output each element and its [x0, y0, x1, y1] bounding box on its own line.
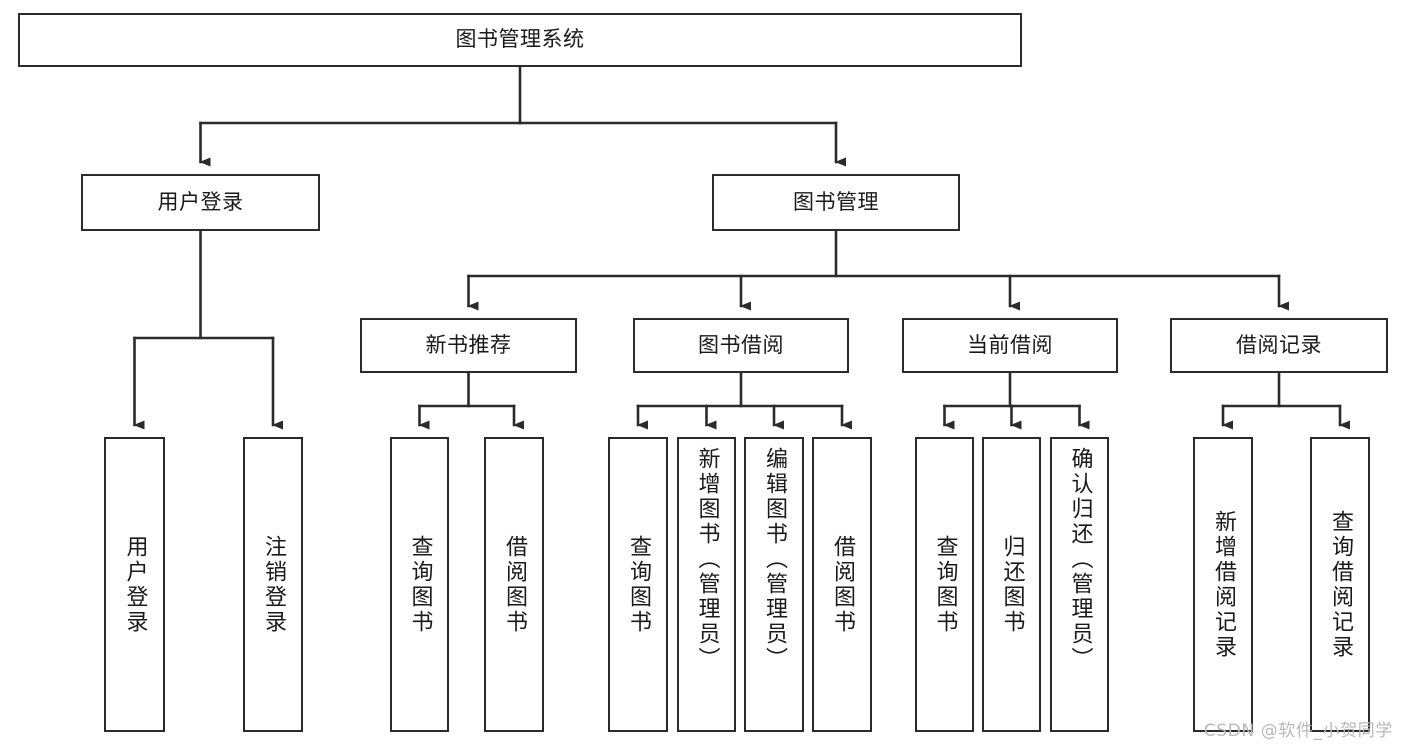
node-leaf-logout[interactable]: 注销登录 [243, 437, 303, 732]
node-book-borrow[interactable]: 图书借阅 [633, 318, 849, 373]
node-label: 借阅记录 [1236, 332, 1322, 357]
node-label: 查询借阅记录 [1327, 509, 1353, 660]
node-label: 查询图书 [407, 534, 433, 635]
node-user-login[interactable]: 用户登录 [81, 174, 320, 231]
node-label: 注销登录 [260, 534, 286, 635]
node-label: 借阅图书 [501, 534, 527, 635]
node-label: 新书推荐 [425, 332, 512, 357]
node-leaf-add-borrow-record[interactable]: 新增借阅记录 [1193, 437, 1253, 732]
node-label: 借阅图书 [829, 534, 855, 635]
node-leaf-user-login[interactable]: 用户登录 [104, 437, 165, 732]
node-label: 编辑图书（管理员） [761, 447, 787, 672]
node-leaf-borrow-book[interactable]: 借阅图书 [812, 437, 872, 732]
node-label: 新增借阅记录 [1210, 509, 1236, 660]
node-leaf-add-book[interactable]: 新增图书（管理员） [677, 437, 736, 732]
node-book-management[interactable]: 图书管理 [712, 174, 960, 231]
node-borrow-records[interactable]: 借阅记录 [1170, 318, 1388, 373]
node-current-borrow[interactable]: 当前借阅 [902, 318, 1118, 373]
node-label: 归还图书 [999, 534, 1025, 635]
connector-group [133, 65, 1350, 430]
node-label: 确认归还（管理员） [1067, 447, 1093, 672]
node-leaf-query-book-current[interactable]: 查询图书 [915, 437, 974, 732]
node-new-book-recommend[interactable]: 新书推荐 [360, 318, 577, 373]
node-root[interactable]: 图书管理系统 [18, 13, 1022, 67]
node-leaf-confirm-return[interactable]: 确认归还（管理员） [1050, 437, 1109, 732]
node-label: 图书管理 [793, 189, 879, 214]
node-leaf-query-borrow-record[interactable]: 查询借阅记录 [1310, 437, 1370, 732]
node-leaf-edit-book[interactable]: 编辑图书（管理员） [744, 437, 804, 732]
node-label: 用户登录 [122, 534, 148, 635]
node-label: 新增图书（管理员） [694, 447, 720, 672]
node-label: 查询图书 [932, 534, 958, 635]
node-label: 查询图书 [625, 534, 651, 635]
node-leaf-query-book-borrow[interactable]: 查询图书 [608, 437, 668, 732]
node-label: 当前借阅 [967, 332, 1053, 357]
node-leaf-borrow-book-recommend[interactable]: 借阅图书 [484, 437, 544, 732]
node-leaf-return-book[interactable]: 归还图书 [982, 437, 1041, 732]
node-label: 用户登录 [157, 189, 244, 214]
node-label: 图书借阅 [698, 332, 784, 357]
node-leaf-query-book-recommend[interactable]: 查询图书 [390, 437, 449, 732]
node-label: 图书管理系统 [455, 27, 585, 52]
